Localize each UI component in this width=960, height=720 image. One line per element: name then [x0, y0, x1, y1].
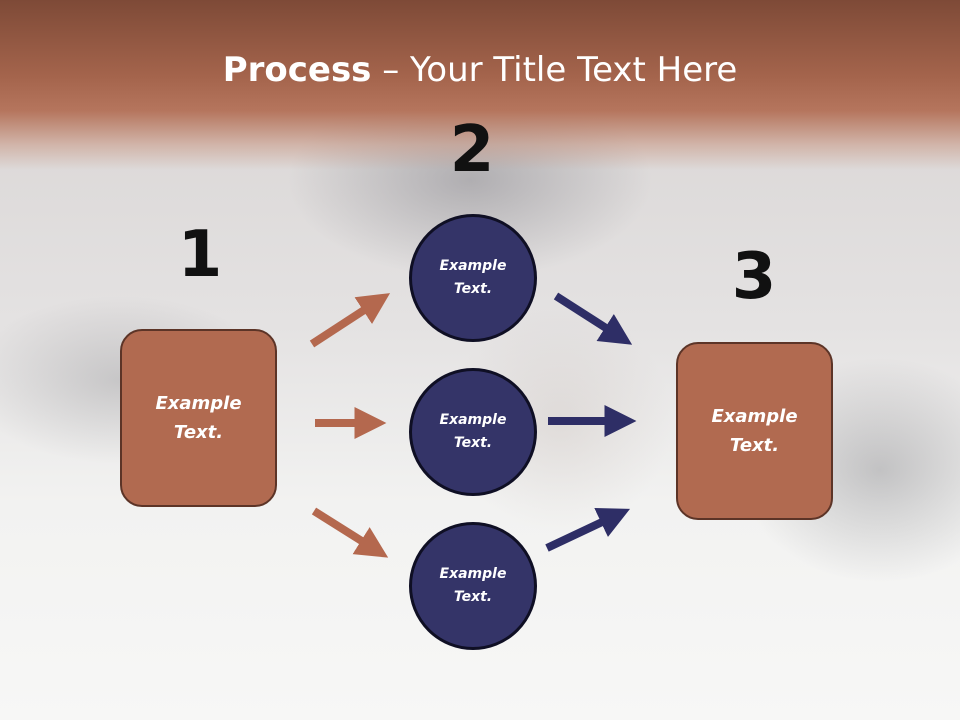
circle-top-line1: Example: [439, 258, 507, 274]
step-circle-bottom[interactable]: Example Text.: [409, 522, 537, 650]
circle-mid-line1: Example: [439, 412, 507, 428]
arrow-bot-to-right: [545, 508, 631, 552]
circle-bot-line1: Example: [439, 566, 507, 582]
title-rest: – Your Title Text Here: [371, 50, 738, 90]
circle-bot-line2: Text.: [453, 589, 493, 605]
step-number-2[interactable]: 2: [449, 113, 495, 187]
box-left-line1: Example: [155, 393, 242, 414]
step-number-3[interactable]: 3: [731, 240, 777, 314]
box-left-line2: Text.: [173, 422, 224, 443]
arrow-top-to-right: [553, 292, 633, 345]
arrow-left-to-top: [309, 293, 391, 348]
circle-mid-line2: Text.: [453, 435, 493, 451]
slide-title[interactable]: Process – Your Title Text Here: [0, 50, 960, 90]
step-number-1[interactable]: 1: [177, 218, 223, 292]
step-circle-top[interactable]: Example Text.: [409, 214, 537, 342]
title-band: [0, 0, 960, 170]
box-right-line2: Text.: [729, 435, 780, 456]
circle-top-line2: Text.: [453, 281, 493, 297]
box-right-line1: Example: [711, 406, 798, 427]
step-box-right[interactable]: Example Text.: [676, 342, 833, 520]
step-box-left[interactable]: Example Text.: [120, 329, 277, 507]
arrow-left-to-bot: [311, 507, 389, 558]
step-circle-middle[interactable]: Example Text.: [409, 368, 537, 496]
title-bold: Process: [222, 50, 372, 90]
